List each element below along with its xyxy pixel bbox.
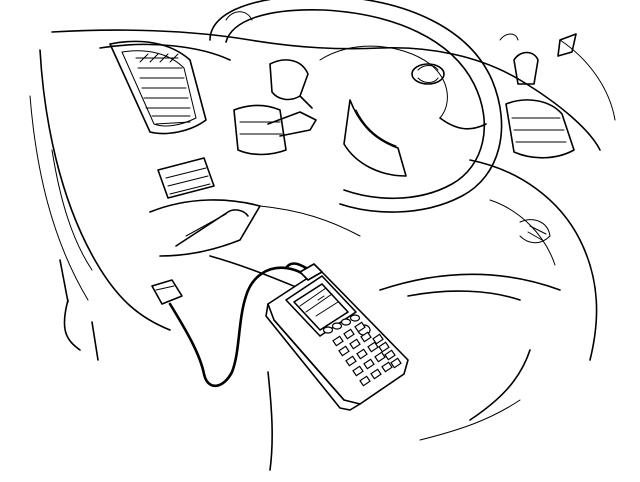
dashboard-panel [29,29,616,361]
steering-wheel [209,0,503,213]
scan-tool [265,263,409,411]
gear-shift-area [499,33,577,159]
center-air-vent [109,40,207,135]
side-air-vent [157,157,215,199]
knee-panel [379,219,561,291]
scan-tool-keypad [332,321,402,387]
steering-column [225,11,317,156]
driver-seat-outline [267,290,531,471]
scan-tool-screen [293,283,349,331]
dlc-connector [151,279,183,305]
diagnostic-cable [151,262,314,388]
